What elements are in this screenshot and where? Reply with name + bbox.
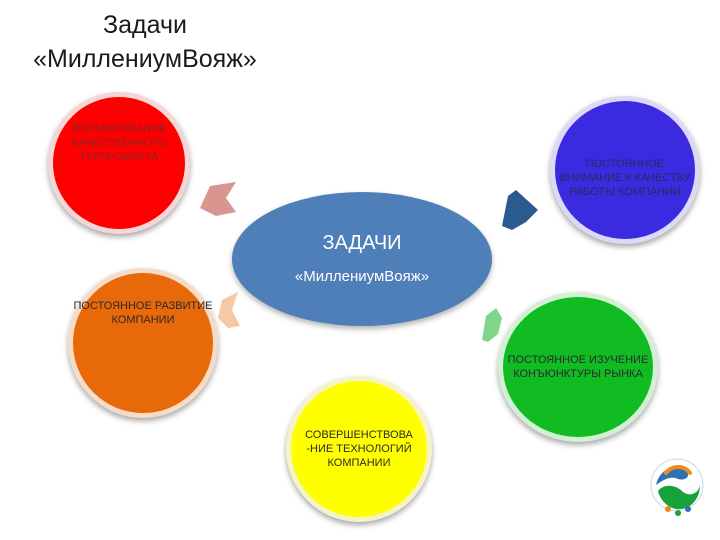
- center-ellipse: ЗАДАЧИ «МиллениумВояж»: [232, 192, 492, 326]
- title-line-1: Задачи: [103, 11, 187, 39]
- task-label-market: Постоянное изучение конъюнктуры рынка: [507, 354, 649, 380]
- task-label-product: Формирование качественного турпродукта: [71, 123, 167, 163]
- task-circle-market: Постоянное изучение конъюнктуры рынка: [498, 292, 658, 442]
- arrow-to-green: [482, 308, 502, 342]
- task-label-technology: Совершенствова -ние технологий компании: [305, 429, 413, 469]
- task-circle-development: Постоянное развитие компании: [68, 268, 218, 418]
- task-label-development: Постоянное развитие компании: [73, 300, 213, 326]
- arrow-to-red: [200, 182, 236, 216]
- arrow-to-yellow: [346, 334, 374, 370]
- arrow-to-blue: [502, 190, 538, 230]
- arrow-to-orange: [218, 292, 240, 328]
- title-line-2: «МиллениумВояж»: [33, 45, 257, 73]
- company-logo-icon: [650, 458, 704, 516]
- task-circle-technology: Совершенствова -ние технологий компании: [286, 376, 432, 522]
- task-label-quality: Постоянное внимание к качеству работы ко…: [559, 158, 691, 198]
- center-title: ЗАДАЧИ: [322, 232, 402, 254]
- center-subtitle: «МиллениумВояж»: [294, 268, 430, 285]
- task-circle-product: Формирование качественного турпродукта: [48, 92, 190, 234]
- task-circle-quality: Постоянное внимание к качеству работы ко…: [550, 96, 700, 244]
- page-title: Задачи «МиллениумВояж»: [0, 8, 290, 76]
